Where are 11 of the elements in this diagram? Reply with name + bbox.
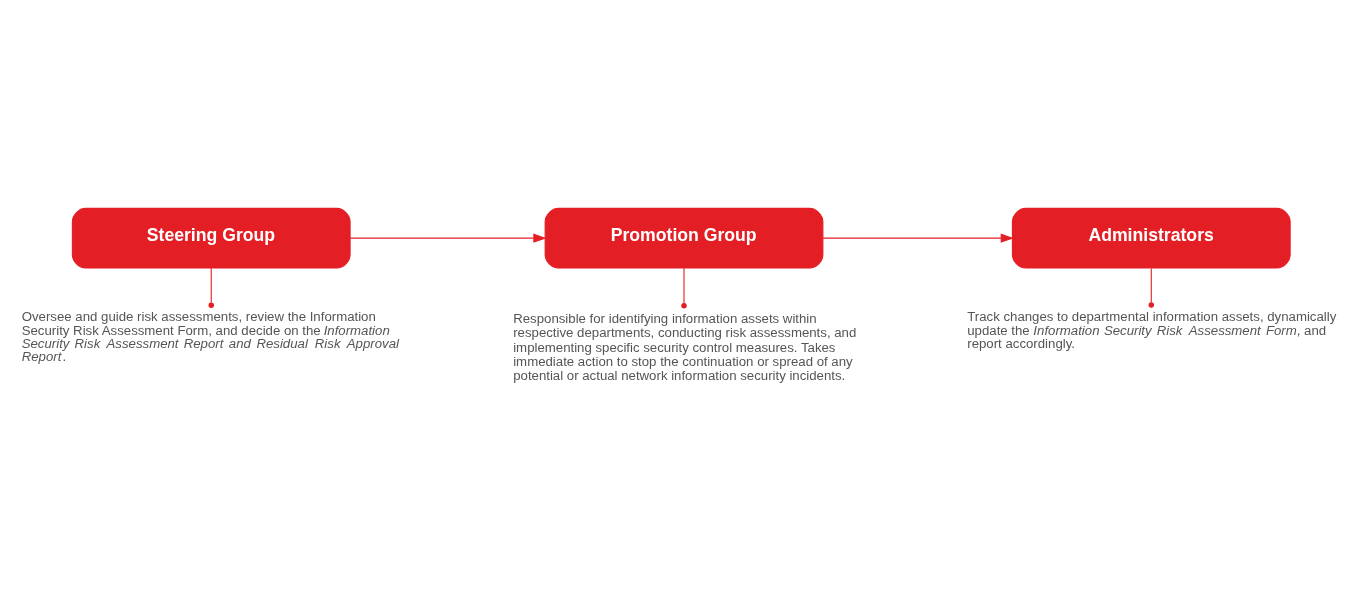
arrow bbox=[349, 233, 547, 243]
node-box: Administrators bbox=[1011, 207, 1291, 268]
connector bbox=[1148, 267, 1155, 308]
connector bbox=[681, 267, 687, 308]
connector bbox=[208, 266, 214, 308]
node-text: Track changes to departmental information assets, dynamically update the Information Security Risk Assessment Form, and report accordingly. bbox=[967, 308, 1337, 351]
node-box: Steering Group bbox=[71, 207, 351, 268]
node-text: Oversee and guide risk assessments, review the Information Security Risk Assessment Form, and decide on the Information Security Risk Assessment Report and Residual Risk Approval Report. bbox=[21, 308, 399, 364]
node-text: Responsible for identifying information assets within respective departments, conducting risk assessments, and implementing specific security control measures. Takes immediate action to stop the continuation or spread of any potential or actual network information security incidents. bbox=[513, 310, 857, 383]
arrow bbox=[822, 233, 1014, 243]
node-box: Promotion Group bbox=[544, 207, 824, 268]
